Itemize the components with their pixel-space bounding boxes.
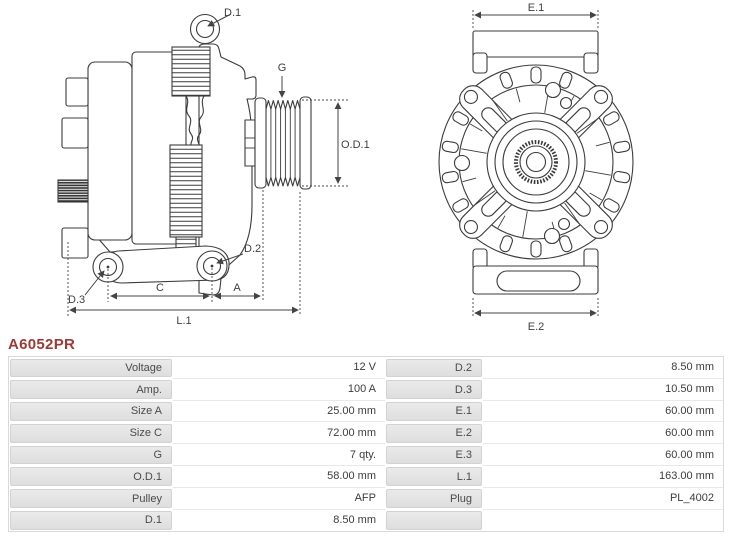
spec-label: E.1 [386,402,482,421]
dim-label-e2: E.2 [528,321,545,333]
technical-drawing: D.1 G O.D.1 D.2 D.3 C A L.1 [57,2,634,333]
dim-label-g: G [278,62,287,74]
spec-value: AFP [173,487,385,510]
spec-value: 72.00 mm [173,422,385,445]
dim-label-d1: D.1 [224,7,241,19]
spec-label: E.3 [386,445,482,465]
spec-value: 7 qty. [173,444,385,466]
spec-label: D.3 [386,380,482,400]
spec-label [386,511,482,530]
spec-label: Voltage [10,358,172,378]
alternator-side-view: D.1 G O.D.1 D.2 D.3 C A L.1 [57,7,370,327]
spec-value: 12 V [173,357,385,379]
spec-value: 25.00 mm [173,400,385,423]
spec-label: Amp. [10,380,172,400]
dim-label-d2: D.2 [244,243,261,255]
spec-label: D.2 [386,358,482,378]
pulley-grooves [265,99,301,110]
shaft-spline [514,140,558,184]
alternator-front-view: E.1 E.2 [438,2,634,333]
spec-label: L.1 [386,467,482,487]
spec-value [483,509,723,532]
dim-label-c: C [156,282,164,294]
spec-value: 163.00 mm [483,465,723,488]
spec-table: Voltage 12 V D.2 8.50 mm Amp. 100 A D.3 … [8,356,724,533]
spec-value: PL_4002 [483,487,723,510]
spec-value: 8.50 mm [483,357,723,379]
spec-label: Plug [386,489,482,509]
dim-label-od1: O.D.1 [341,139,370,151]
spec-value: 60.00 mm [483,400,723,423]
spec-label: E.2 [386,423,482,443]
dim-label-l1: L.1 [176,315,191,327]
spec-value: 100 A [173,378,385,401]
dim-label-d3: D.3 [68,294,85,306]
spec-label: O.D.1 [10,467,172,487]
spec-value: 8.50 mm [173,509,385,532]
dim-label-e1: E.1 [528,2,545,14]
spec-label: D.1 [10,511,172,530]
spec-label: G [10,445,172,465]
spec-value: 58.00 mm [173,465,385,488]
dim-label-a: A [233,282,241,294]
spec-value: 60.00 mm [483,422,723,445]
spec-value: 10.50 mm [483,378,723,401]
spec-value: 60.00 mm [483,444,723,466]
part-number-heading: A6052PR [8,336,76,353]
connector-plug-hatch [57,179,89,203]
spec-label: Size A [10,402,172,421]
spec-label: Size C [10,423,172,443]
mounting-hole-d1 [189,13,221,45]
spec-label: Pulley [10,489,172,509]
